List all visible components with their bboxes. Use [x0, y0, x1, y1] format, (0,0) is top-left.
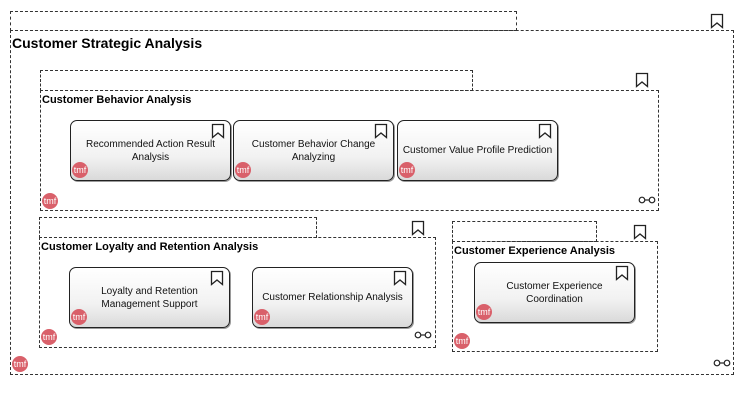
loyalty-group-tab — [39, 217, 317, 238]
tmf-badge-icon: tmf — [235, 162, 251, 178]
experience-group-frame[interactable] — [452, 241, 658, 352]
behavior-group-tab — [40, 70, 473, 91]
link-icon — [713, 359, 731, 367]
card-relationship-analysis[interactable]: Customer Relationship Analysis tmf — [252, 267, 413, 328]
loyalty-group-frame[interactable] — [39, 237, 436, 348]
card-value-profile[interactable]: Customer Value Profile Prediction tmf — [397, 120, 558, 181]
bookmark-icon — [411, 220, 425, 236]
experience-group-title: Customer Experience Analysis — [454, 245, 615, 257]
card-behavior-change[interactable]: Customer Behavior Change Analyzing tmf — [233, 120, 394, 181]
link-icon — [638, 196, 656, 204]
loyalty-group-title: Customer Loyalty and Retention Analysis — [41, 241, 259, 253]
bookmark-icon — [538, 123, 552, 139]
tmf-badge-icon: tmf — [72, 162, 88, 178]
card-label: Customer Relationship Analysis — [262, 292, 403, 303]
behavior-group-frame[interactable] — [40, 90, 659, 211]
card-label: Recommended Action Result Analysis — [86, 138, 215, 163]
root-group-frame[interactable] — [10, 30, 734, 375]
tmf-badge-icon: tmf — [454, 333, 470, 349]
tmf-badge-icon: tmf — [71, 309, 87, 325]
bookmark-icon — [393, 270, 407, 286]
card-recommended-action[interactable]: Recommended Action Result Analysis tmf — [70, 120, 231, 181]
card-label: Customer Behavior Change Analyzing — [251, 138, 376, 163]
tmf-badge-icon: tmf — [12, 356, 28, 372]
experience-group-tab — [452, 221, 597, 242]
root-group-title: Customer Strategic Analysis — [12, 35, 203, 51]
card-label: Customer Experience Coordination — [506, 280, 603, 305]
tmf-badge-icon: tmf — [41, 329, 57, 345]
bookmark-icon — [633, 224, 647, 240]
card-experience-coordination[interactable]: Customer Experience Coordination tmf — [474, 262, 635, 323]
behavior-group-title: Customer Behavior Analysis — [42, 94, 192, 106]
link-icon — [414, 331, 432, 339]
bookmark-icon — [710, 13, 724, 29]
bookmark-icon — [374, 123, 388, 139]
bookmark-icon — [635, 72, 649, 88]
bookmark-icon — [211, 123, 225, 139]
card-label: Loyalty and Retention Management Support — [101, 285, 198, 310]
root-group-tab — [10, 11, 517, 31]
tmf-badge-icon: tmf — [42, 193, 58, 209]
tmf-badge-icon: tmf — [399, 162, 415, 178]
bookmark-icon — [615, 265, 629, 281]
card-label: Customer Value Profile Prediction — [402, 145, 553, 156]
bookmark-icon — [210, 270, 224, 286]
tmf-badge-icon: tmf — [254, 309, 270, 325]
tmf-badge-icon: tmf — [476, 304, 492, 320]
card-loyalty-retention[interactable]: Loyalty and Retention Management Support… — [69, 267, 230, 328]
